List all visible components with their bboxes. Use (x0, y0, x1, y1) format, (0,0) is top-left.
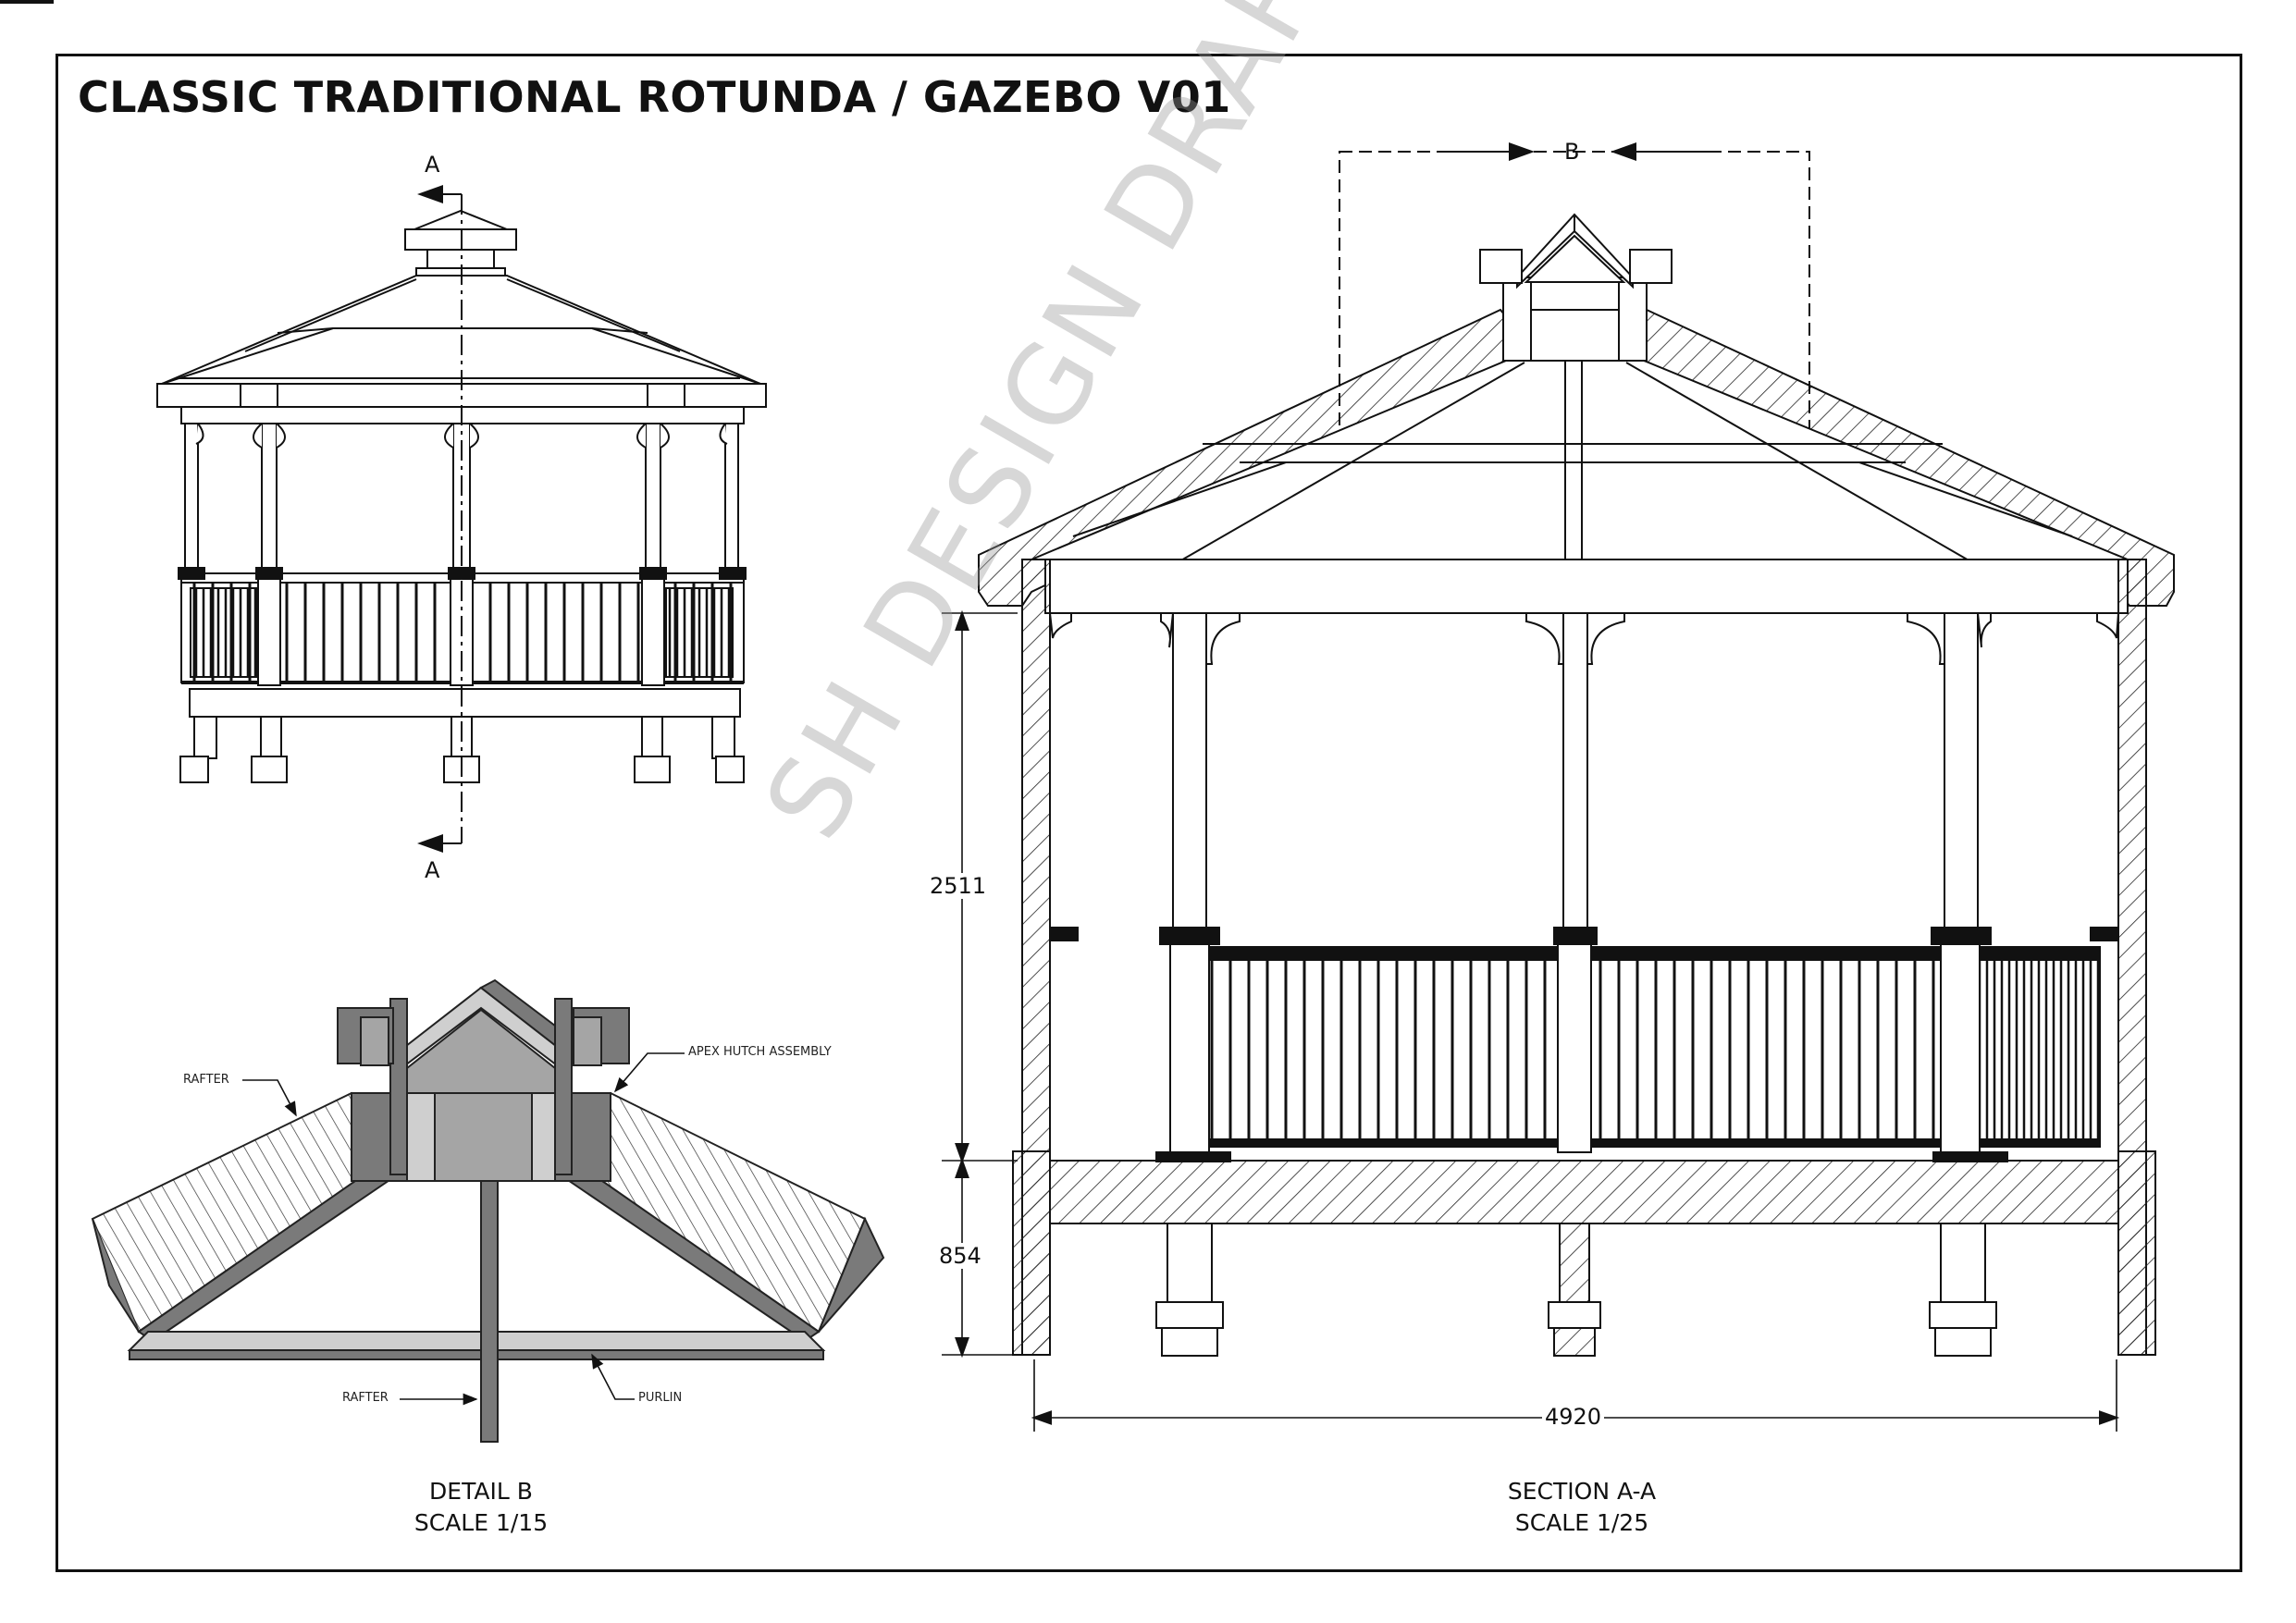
section-floor-deck (1049, 1160, 2119, 1224)
section-posts (1048, 612, 2120, 928)
dimension-width-4920: 4920 (1542, 1404, 1605, 1430)
detail-b-drawing (91, 978, 885, 1443)
dimension-height-2511: 2511 (927, 873, 990, 899)
section-aa-drawing (942, 142, 2175, 1432)
section-cut-line-a (417, 185, 463, 853)
section-marker-top: A (425, 152, 440, 178)
drawing-sheet-border (56, 54, 2242, 1572)
section-aa-caption: SECTION A-A SCALE 1/25 (1462, 1476, 1702, 1539)
section-marker-bottom: A (425, 857, 440, 883)
section-cupola (1479, 213, 1673, 362)
detail-label-purlin: PURLIN (638, 1391, 683, 1405)
section-railing (1208, 946, 2101, 1148)
section-aa-scale: SCALE 1/25 (1514, 1509, 1649, 1536)
detail-label-rafter-top: RAFTER (183, 1073, 229, 1087)
detail-b-caption: DETAIL B SCALE 1/15 (370, 1476, 592, 1539)
detail-label-apex-hutch: APEX HUTCH ASSEMBLY (688, 1045, 832, 1059)
detail-purlin (127, 1331, 826, 1351)
section-piers (1155, 1223, 1997, 1357)
section-ring-beam (1044, 559, 2129, 614)
section-aa-title: SECTION A-A (1507, 1478, 1657, 1505)
detail-label-rafter-bottom: RAFTER (342, 1391, 389, 1405)
detail-b-title: DETAIL B (429, 1478, 533, 1505)
detail-b-marker: B (1564, 139, 1580, 165)
detail-rafter-post (480, 1180, 499, 1443)
section-post-caps (1049, 927, 2119, 945)
elevation-floor-and-piers (179, 688, 745, 783)
drawing-title: CLASSIC TRADITIONAL ROTUNDA / GAZEBO V01 (78, 72, 1231, 122)
detail-b-scale: SCALE 1/15 (414, 1509, 549, 1536)
corner-registration-mark (0, 0, 54, 4)
dimension-height-854: 854 (936, 1243, 984, 1269)
front-elevation (156, 185, 767, 853)
